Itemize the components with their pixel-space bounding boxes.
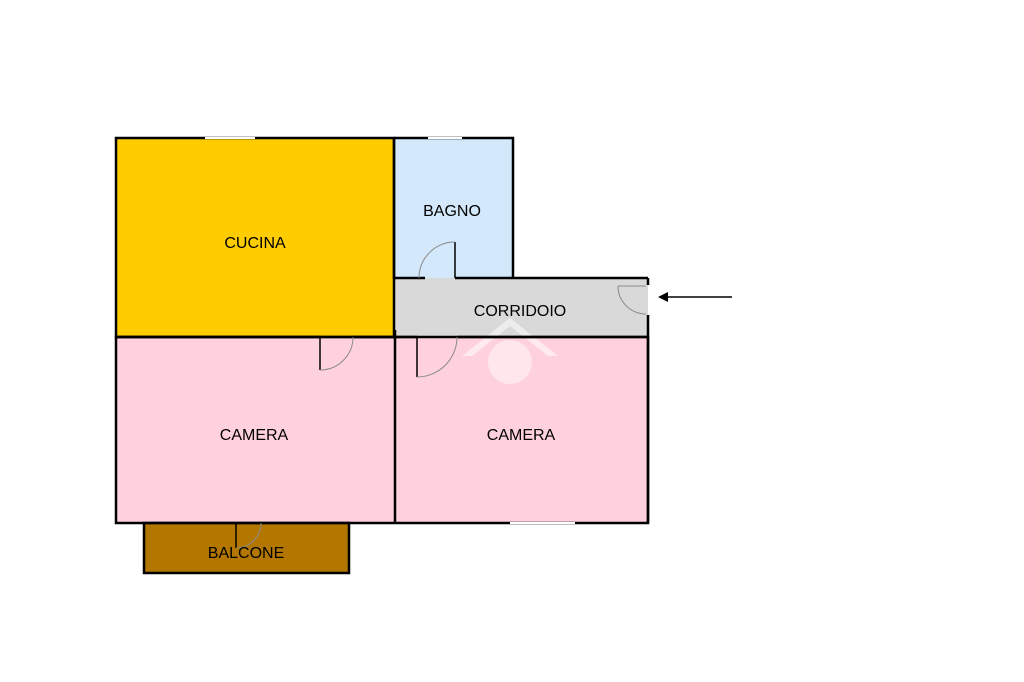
door-arc-entrance xyxy=(617,285,647,315)
door-arc-bagno xyxy=(418,241,456,279)
room-cucina xyxy=(116,138,394,337)
room-balcone xyxy=(144,523,349,573)
door-arc-balcone xyxy=(235,522,262,549)
label-camera-right: CAMERA xyxy=(487,427,556,444)
room-camera-right xyxy=(395,337,648,523)
windows xyxy=(205,137,575,524)
watermark-logo-icon xyxy=(462,318,558,384)
label-camera-left: CAMERA xyxy=(220,427,289,444)
room-bagno xyxy=(394,138,513,278)
door-arc-camera-left xyxy=(319,336,354,371)
doors xyxy=(235,241,647,549)
label-corridoio: CORRIDOIO xyxy=(474,303,566,320)
room-camera-left xyxy=(116,337,395,523)
label-cucina: CUCINA xyxy=(224,235,286,252)
entrance-arrow-icon xyxy=(658,292,732,302)
door-arc-camera-right xyxy=(416,336,458,378)
label-bagno: BAGNO xyxy=(423,203,481,220)
label-balcone: BALCONE xyxy=(208,545,284,562)
